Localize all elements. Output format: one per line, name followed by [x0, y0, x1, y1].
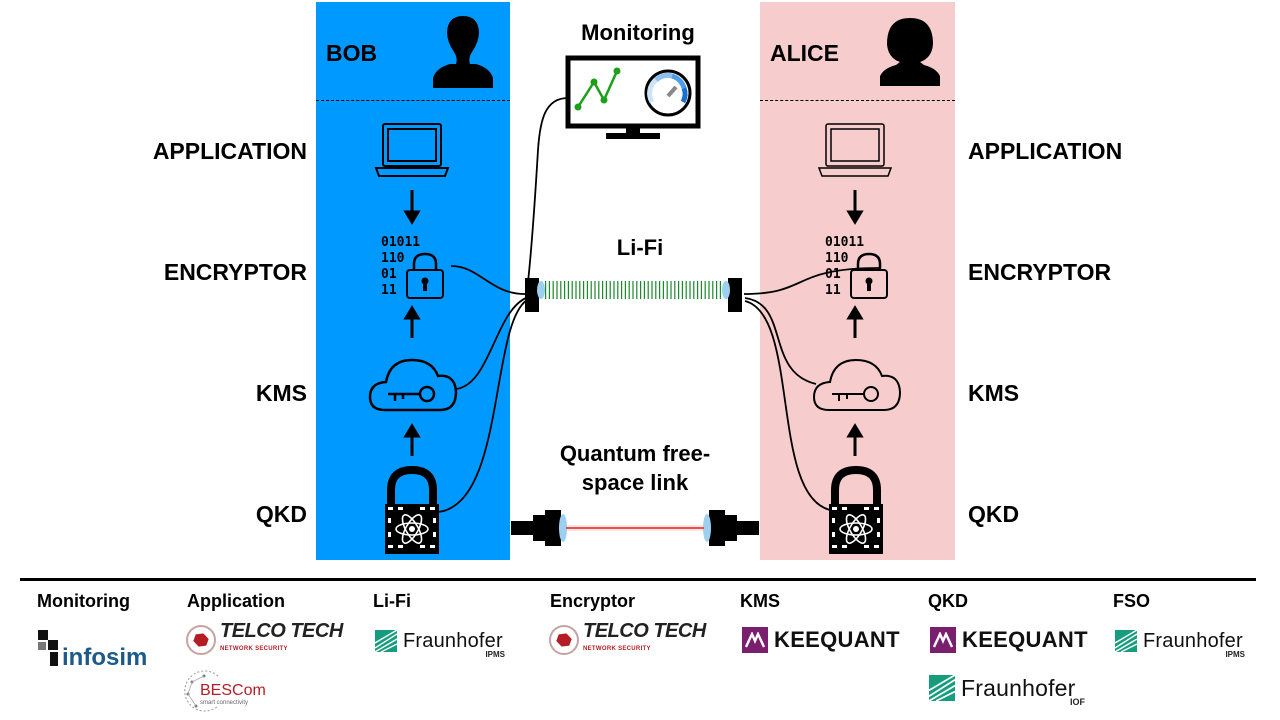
fraunhofer-ipms-subtext: IPMS: [485, 650, 505, 659]
fraunhofer-ipms-logo: Fraunhofer IPMS: [1115, 624, 1245, 659]
alice-application-label: APPLICATION: [968, 138, 1123, 164]
lifi-transceiver-left: [525, 278, 539, 312]
telcotech-logo: TELCO TECH NETWORK SECURITY: [549, 620, 706, 658]
bob-divider: [316, 100, 510, 101]
footer-heading-monitoring: Monitoring: [37, 591, 130, 611]
footer-heading-encryptor: Encryptor: [550, 591, 636, 611]
telcotech-mark-icon: [549, 625, 579, 655]
bescom-text: BESCom: [200, 682, 266, 699]
keequant-text: KEEQUANT: [962, 627, 1088, 652]
binary-row-4: 11: [381, 283, 397, 298]
monitoring-title: Monitoring: [581, 20, 695, 45]
alice-kms-label: KMS: [968, 380, 1020, 406]
lock-icon: [406, 252, 444, 299]
laptop-icon: [374, 123, 450, 177]
binary-row-3: 01: [825, 267, 841, 282]
person-female-icon: [880, 18, 940, 86]
infosim-mark-icon: [38, 630, 58, 666]
fraunhofer-ipms-logo: Fraunhofer IPMS: [375, 624, 505, 659]
footer-heading-qkd: QKD: [928, 591, 968, 611]
fraunhofer-text: Fraunhofer: [1143, 629, 1243, 652]
infosim-logo: infosim: [38, 624, 147, 672]
bob-qkd-label: QKD: [255, 501, 307, 527]
telcotech-text: TELCO TECH: [583, 620, 706, 642]
telescope-icon: [511, 510, 567, 546]
bob-kms-label: KMS: [255, 380, 307, 406]
footer-heading-fso: FSO: [1113, 591, 1151, 611]
telescope-icon: [703, 510, 759, 546]
gauge-icon: [644, 69, 692, 117]
lock-icon: [850, 252, 888, 299]
fraunhofer-mark-icon: [929, 675, 955, 701]
keequant-mark-icon: [742, 627, 768, 653]
bescom-subtext: smart connectivity: [200, 700, 249, 706]
binary-row-2: 110: [825, 251, 849, 266]
fraunhofer-ipms-subtext: IPMS: [1225, 650, 1245, 659]
binary-row-1: 01011: [381, 235, 420, 250]
footer-heading-lifi: Li-Fi: [373, 591, 411, 611]
bescom-mark-icon: [184, 670, 219, 712]
lifi-transceiver-right: [728, 278, 742, 312]
keequant-logo: KEEQUANT: [930, 627, 1088, 653]
alice-divider: [760, 100, 955, 101]
quantum-title-line1: Quantum free-: [559, 441, 711, 466]
lifi-title: Li-Fi: [616, 235, 664, 260]
fraunhofer-text: Fraunhofer: [961, 674, 1076, 701]
person-male-icon: [433, 16, 493, 88]
keequant-text: KEEQUANT: [774, 627, 900, 652]
cloud-key-icon: [368, 358, 458, 412]
alice-label: ALICE: [770, 40, 839, 66]
fraunhofer-iof-logo: Fraunhofer IOF: [929, 668, 1085, 708]
fraunhofer-mark-icon: [375, 630, 397, 652]
alice-encryptor-label: ENCRYPTOR: [968, 259, 1112, 285]
quantum-lock-icon: [385, 465, 439, 554]
footer-heading-application: Application: [187, 591, 285, 611]
cloud-key-icon: [812, 358, 902, 411]
quantum-title-line2: space link: [581, 470, 689, 495]
bob-encryptor-label: ENCRYPTOR: [163, 259, 307, 285]
binary-row-4: 11: [825, 283, 841, 298]
telcotech-subtext: NETWORK SECURITY: [583, 646, 651, 652]
telcotech-subtext: NETWORK SECURITY: [220, 646, 288, 652]
telcotech-mark-icon: [186, 625, 216, 655]
keequant-mark-icon: [930, 627, 956, 653]
telcotech-text: TELCO TECH: [220, 620, 343, 642]
quantum-lock-icon: [829, 465, 883, 554]
fraunhofer-mark-icon: [1115, 630, 1137, 652]
fraunhofer-text: Fraunhofer: [403, 629, 503, 652]
alice-qkd-label: QKD: [968, 501, 1020, 527]
laptop-icon: [817, 123, 893, 177]
bob-application-label: APPLICATION: [152, 138, 307, 164]
architecture-diagram: 01011 110 01 11 01011 110 01 11: [368, 16, 940, 554]
fraunhofer-iof-subtext: IOF: [1070, 697, 1085, 707]
keequant-logo: KEEQUANT: [742, 627, 900, 653]
binary-row-1: 01011: [825, 235, 864, 250]
binary-row-2: 110: [381, 251, 405, 266]
telcotech-logo: TELCO TECH NETWORK SECURITY: [186, 620, 343, 658]
bescom-logo: BESCom smart connectivity: [182, 668, 266, 714]
infosim-text: infosim: [62, 644, 148, 671]
footer-heading-kms: KMS: [740, 591, 780, 611]
footer-divider: [20, 578, 1256, 581]
binary-row-3: 01: [381, 267, 397, 282]
bob-label: BOB: [326, 40, 378, 66]
